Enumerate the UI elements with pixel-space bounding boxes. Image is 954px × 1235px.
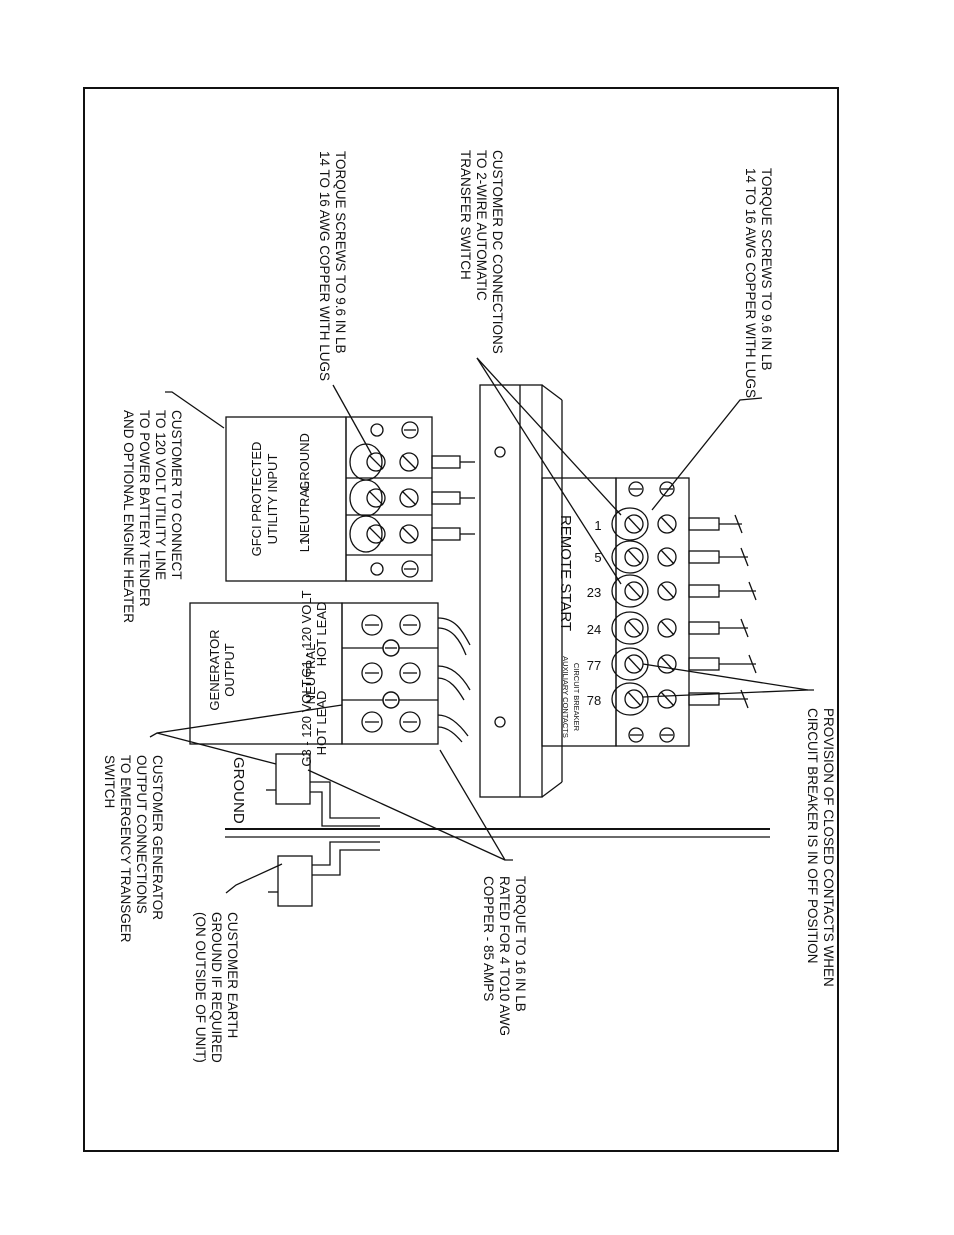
g3-label-line2: HOT LEAD	[314, 691, 329, 756]
torque-mid-line1: TORQUE SCREWS TO 9.6 IN LB	[333, 151, 348, 354]
gen-neutral-label: NEUTRAL	[303, 644, 318, 705]
g1-label-line2: HOT LEAD	[314, 602, 329, 667]
enclosure-wall	[225, 828, 770, 838]
generator-title-line1: GENERATOR	[207, 629, 222, 710]
gen-output-conn-line3: TO EMERGENCY TRANSGER	[118, 755, 133, 943]
terminal-number-1: 1	[594, 518, 601, 533]
g1-label-line1: G1 - 120 VOLT	[299, 590, 314, 677]
utility-input-block	[225, 416, 475, 582]
gen-output-conn-line2: OUTPUT CONNECTIONS	[134, 755, 149, 914]
g3-label-line1: G3 - 120 VOLT	[299, 679, 314, 766]
labels: TORQUE SCREWS TO 9.6 IN LB 14 TO 16 AWG …	[102, 150, 836, 1063]
torque-top-line2: 14 TO 16 AWG COPPER WITH LUGS	[743, 168, 758, 398]
dc-connections-line2: TO 2-WIRE AUTOMATIC	[474, 150, 489, 301]
utility-title-line1: GFCI PROTECTED	[249, 442, 264, 557]
torque-lugs-line2: RATED FOR 4 TO10 AWG	[497, 876, 512, 1036]
utility-connect-line3: TO POWER BATTERY TENDER	[137, 410, 152, 607]
terminal-number-23: 23	[587, 585, 601, 600]
remote-terminal-screws	[611, 507, 677, 716]
generator-leads	[437, 617, 471, 743]
utility-terminal-ground: GROUND	[297, 433, 312, 491]
terminal-number-78: 78	[587, 693, 601, 708]
torque-lugs-line1: TORQUE TO 16 IN LB	[513, 876, 528, 1012]
utility-title-line2: UTILITY INPUT	[265, 454, 280, 545]
leader-lines	[149, 357, 814, 894]
aux-contacts-line2: AUXILIARY CONTACTS	[561, 656, 570, 738]
chassis-panel	[479, 384, 563, 798]
utility-terminal-l1: L1	[297, 538, 312, 552]
dc-connections-line3: TRANSFER SWITCH	[458, 150, 473, 280]
closed-contacts-line2: CIRCUIT BREAKER IS IN OFF POSITION	[805, 708, 820, 964]
terminal-number-5: 5	[594, 550, 601, 565]
aux-contacts-line1: CIRCUIT BREAKER	[572, 663, 581, 732]
block-labels: GFCI PROTECTED UTILITY INPUT GROUND NEUT…	[207, 433, 329, 766]
utility-terminal-neutral: NEUTRAL	[297, 482, 312, 543]
remote-labels: REMOTE START CIRCUIT BREAKER AUXILIARY C…	[557, 515, 602, 738]
mounting-hole	[494, 716, 506, 728]
remote-start-block	[541, 477, 757, 747]
ground-label: GROUND	[230, 757, 247, 824]
terminal-number-24: 24	[587, 622, 601, 637]
closed-contacts-line1: PROVISION OF CLOSED CONTACTS WHEN	[821, 708, 836, 987]
torque-mid-line2: 14 TO 16 AWG COPPER WITH LUGS	[317, 151, 332, 381]
diagram-frame	[83, 87, 839, 1152]
earth-ground-line2: GROUND IF REQUIRED	[209, 912, 224, 1063]
utility-connect-line4: AND OPTIONAL ENGINE HEATER	[121, 410, 136, 623]
dc-connections-line1: CUSTOMER DC CONNECTIONS	[490, 150, 505, 354]
torque-lugs-line3: COPPER - 85 AMPS	[481, 876, 496, 1001]
earth-ground-line1: CUSTOMER EARTH	[225, 912, 240, 1038]
gen-output-conn-line4: SWITCH	[102, 755, 117, 808]
gen-output-conn-line1: CUSTOMER GENERATOR	[150, 755, 165, 920]
earth-ground-line3: (ON OUTSIDE OF UNIT)	[193, 912, 208, 1063]
ground-lug-outside	[268, 841, 380, 907]
utility-connect-line2: TO 120 VOLT UTILITY LINE	[153, 410, 168, 580]
ground-lug-inside	[266, 753, 380, 827]
remote-start-title: REMOTE START	[557, 515, 574, 631]
mounting-hole	[494, 446, 506, 458]
generator-output-block	[189, 602, 471, 745]
generator-terminal-screws	[361, 614, 421, 733]
terminal-number-77: 77	[587, 658, 601, 673]
utility-terminal-screws	[349, 443, 419, 553]
torque-top-line1: TORQUE SCREWS TO 9.6 IN LB	[759, 168, 774, 371]
remote-leads	[688, 514, 757, 709]
utility-connect-line1: CUSTOMER TO CONNECT	[169, 410, 184, 580]
utility-leads	[431, 455, 475, 541]
generator-title-line2: OUTPUT	[222, 643, 237, 697]
